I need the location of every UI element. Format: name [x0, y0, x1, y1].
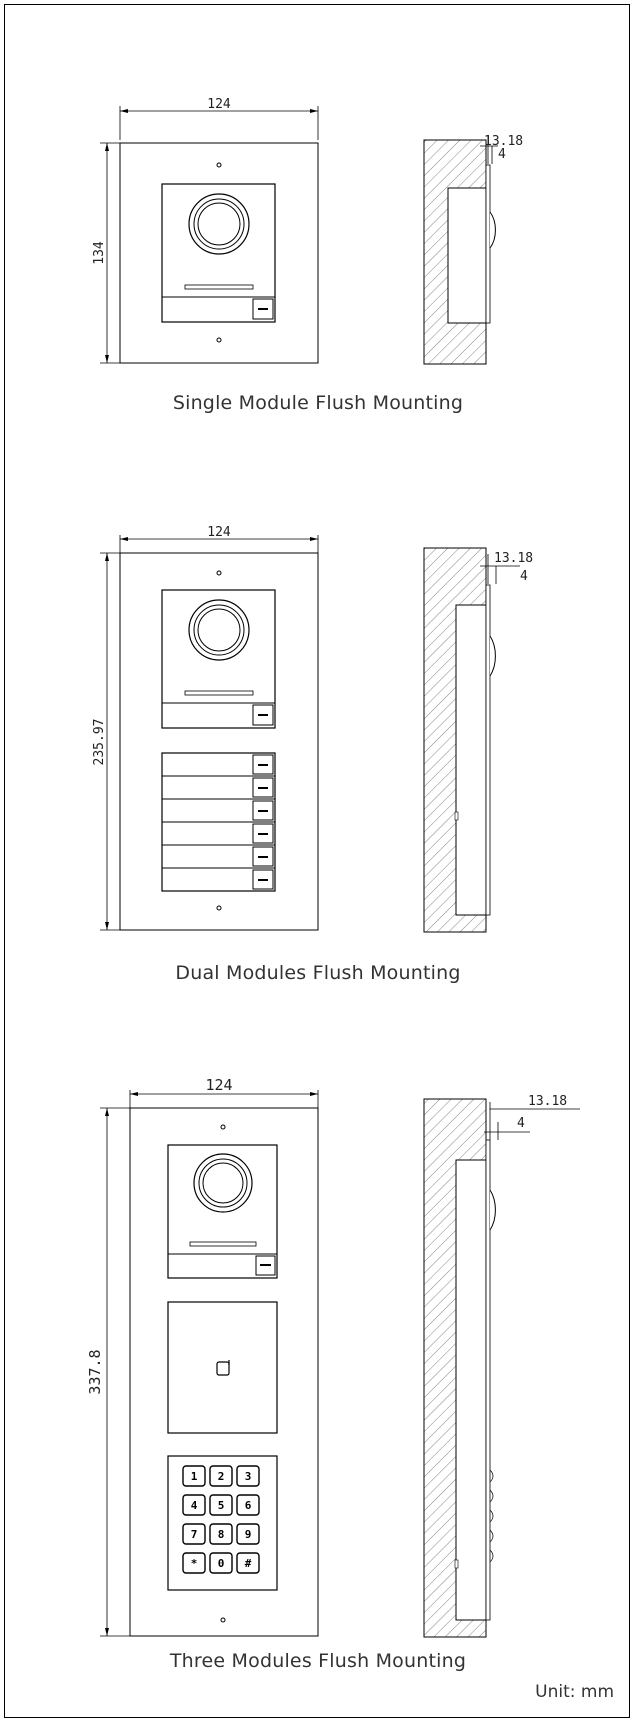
three-modules-caption: Three Modules Flush Mounting — [169, 1650, 467, 1672]
keypad-key-label: 6 — [245, 1499, 252, 1512]
dual-module-front-view: 124 235.97 — [92, 525, 319, 931]
dual-modules-caption: Dual Modules Flush Mounting — [175, 962, 461, 984]
single-module-caption: Single Module Flush Mounting — [172, 392, 464, 414]
keypad-key-label: 0 — [218, 1557, 225, 1570]
single-module-front-view: 124 134 — [92, 97, 319, 364]
keypad-key — [209, 1465, 233, 1487]
keypad-key-label: 5 — [218, 1499, 225, 1512]
single-height-label: 134 — [92, 241, 107, 265]
unit-label: Unit: mm — [535, 1682, 614, 1702]
three-width-label: 124 — [205, 1076, 232, 1094]
keypad-key — [236, 1552, 260, 1574]
keypad-key — [236, 1494, 260, 1516]
keypad-key — [236, 1523, 260, 1545]
three-module-front-view: 124 337.8 1 2 3 4 5 6 7 8 9 * 0 # — [86, 1076, 319, 1637]
keypad-key-label: 7 — [191, 1528, 198, 1541]
keypad-key — [209, 1494, 233, 1516]
keypad-key — [209, 1523, 233, 1545]
keypad-key-label: 4 — [191, 1499, 198, 1512]
dual-protrusion-label: 4 — [520, 569, 528, 584]
card-reader-icon — [216, 1361, 230, 1376]
single-module-side-view: 13.18 4 — [423, 134, 523, 365]
three-module-side-view: 13.18 4 — [423, 1094, 580, 1638]
three-depth-label: 13.18 — [528, 1094, 567, 1109]
button-rows — [162, 754, 275, 890]
keypad-key — [236, 1465, 260, 1487]
keypad-keys: 1 2 3 4 5 6 7 8 9 * 0 # — [182, 1465, 260, 1574]
keypad-key-label: 8 — [218, 1528, 225, 1541]
dual-height-label: 235.97 — [92, 719, 107, 766]
dual-width-label: 124 — [207, 525, 231, 540]
keypad-key — [182, 1494, 206, 1516]
single-depth-label: 13.18 — [484, 134, 523, 149]
three-protrusion-label: 4 — [517, 1116, 525, 1131]
keypad-key — [182, 1552, 206, 1574]
dual-module-side-view: 13.18 4 — [423, 547, 533, 933]
keypad-key-label: 2 — [218, 1470, 225, 1483]
drawing-frame — [4, 4, 630, 1718]
keypad-key — [182, 1523, 206, 1545]
keypad-key-label: # — [245, 1557, 252, 1570]
keypad-key-label: 3 — [245, 1470, 252, 1483]
keypad-key-label: 9 — [245, 1528, 252, 1541]
single-protrusion-label: 4 — [498, 147, 506, 162]
three-height-label: 337.8 — [86, 1349, 104, 1394]
keypad-key — [182, 1465, 206, 1487]
keypad-key-label: 1 — [191, 1470, 198, 1483]
keypad-key-label: * — [191, 1557, 198, 1570]
keypad-key — [209, 1552, 233, 1574]
dual-depth-label: 13.18 — [494, 551, 533, 566]
single-width-label: 124 — [207, 97, 231, 112]
